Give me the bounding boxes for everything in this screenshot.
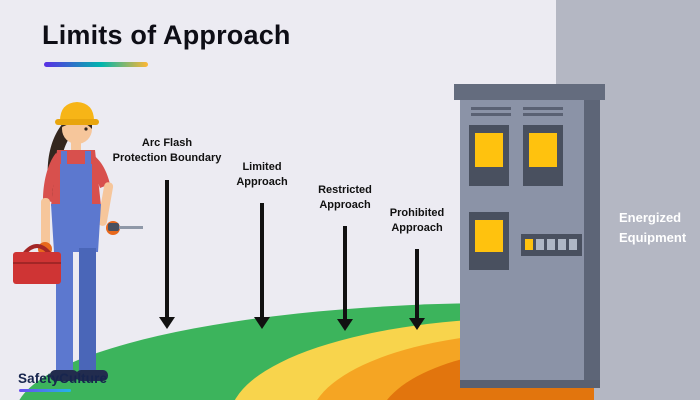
panel-screen: [475, 133, 503, 167]
label-line: Energized: [619, 210, 682, 225]
arrow-shaft: [343, 226, 347, 319]
arrow-shaft: [415, 249, 419, 318]
label-arc-flash-protection-boundary: Arc Flash Protection Boundary: [113, 136, 222, 166]
label-line: Approach: [319, 198, 371, 211]
vent-slot: [471, 107, 511, 110]
label-line: Limited: [242, 161, 282, 173]
cabinet-vents: [471, 107, 563, 116]
worker-right-sleeve: [85, 154, 110, 188]
worker-hard-hat-brim: [55, 119, 99, 125]
label-line: Prohibited: [389, 207, 445, 219]
arrow-shaft: [260, 203, 264, 317]
arrow-head-icon: [254, 317, 270, 329]
breaker-switch: [536, 239, 544, 250]
toolbox-handle: [22, 244, 52, 256]
arrow-head-icon: [337, 319, 353, 331]
worker-left-sleeve: [43, 153, 63, 202]
safetyculture-logo-accent: [19, 389, 71, 392]
worker-neck: [71, 140, 81, 152]
arrow-arc-flash-boundary: [159, 180, 175, 329]
breaker-switch: [569, 239, 577, 250]
cabinet-panels: [469, 125, 563, 270]
toolbox-seam: [13, 262, 61, 264]
arrow-head-icon: [159, 317, 175, 329]
worker-overall-hips: [51, 204, 101, 252]
screwdriver-handle-icon: [108, 223, 119, 231]
breaker-switch: [525, 239, 533, 250]
label-line: Approach: [391, 221, 443, 234]
cabinet-top-cap: [454, 84, 605, 100]
arrow-limited-approach: [254, 203, 270, 329]
breaker-strip: [521, 234, 582, 256]
vent-slot: [523, 107, 563, 110]
cabinet-base: [460, 380, 600, 388]
worker-right-leg: [79, 248, 96, 372]
breaker-switch: [558, 239, 566, 250]
breaker-switch: [547, 239, 555, 250]
label-restricted-approach: Restricted Approach: [318, 183, 372, 213]
page-title: Limits of Approach: [42, 20, 291, 50]
arrow-prohibited-approach: [409, 249, 425, 330]
arrow-head-icon: [409, 318, 425, 330]
label-line: Equipment: [619, 230, 687, 245]
worker-illustration: [13, 102, 143, 381]
label-prohibited-approach: Prohibited Approach: [390, 206, 444, 236]
safetyculture-logo: SafetyCulture: [18, 371, 108, 386]
label-line: Arc Flash: [141, 137, 193, 149]
toolbox: [13, 252, 61, 284]
cabinet-side: [584, 100, 600, 388]
label-line: Protection Boundary: [112, 151, 222, 164]
label-line: Restricted: [318, 184, 372, 196]
energized-equipment-cabinet: [454, 84, 605, 388]
worker-right-shoe: [76, 370, 108, 381]
worker-overall-strap: [61, 151, 67, 169]
worker-right-forearm: [97, 182, 114, 226]
vent-slot: [471, 113, 511, 116]
label-limited-approach: Limited Approach: [236, 160, 287, 190]
worker-overall-strap: [85, 151, 91, 169]
arrow-restricted-approach: [337, 226, 353, 331]
worker-hard-hat: [60, 102, 94, 121]
title-underline-accent: [44, 62, 148, 67]
worker-left-forearm: [41, 198, 50, 246]
panel-screen: [475, 220, 503, 252]
panel-screen: [529, 133, 557, 167]
worker-overall-bib: [60, 164, 92, 210]
arrow-shaft: [165, 180, 169, 317]
worker-eye: [84, 127, 88, 131]
label-energized-equipment: Energized Equipment: [619, 208, 686, 248]
worker-left-shoe: [50, 370, 78, 381]
vent-slot: [523, 113, 563, 116]
label-line: Approach: [236, 175, 288, 188]
screwdriver-shaft-icon: [117, 226, 143, 229]
